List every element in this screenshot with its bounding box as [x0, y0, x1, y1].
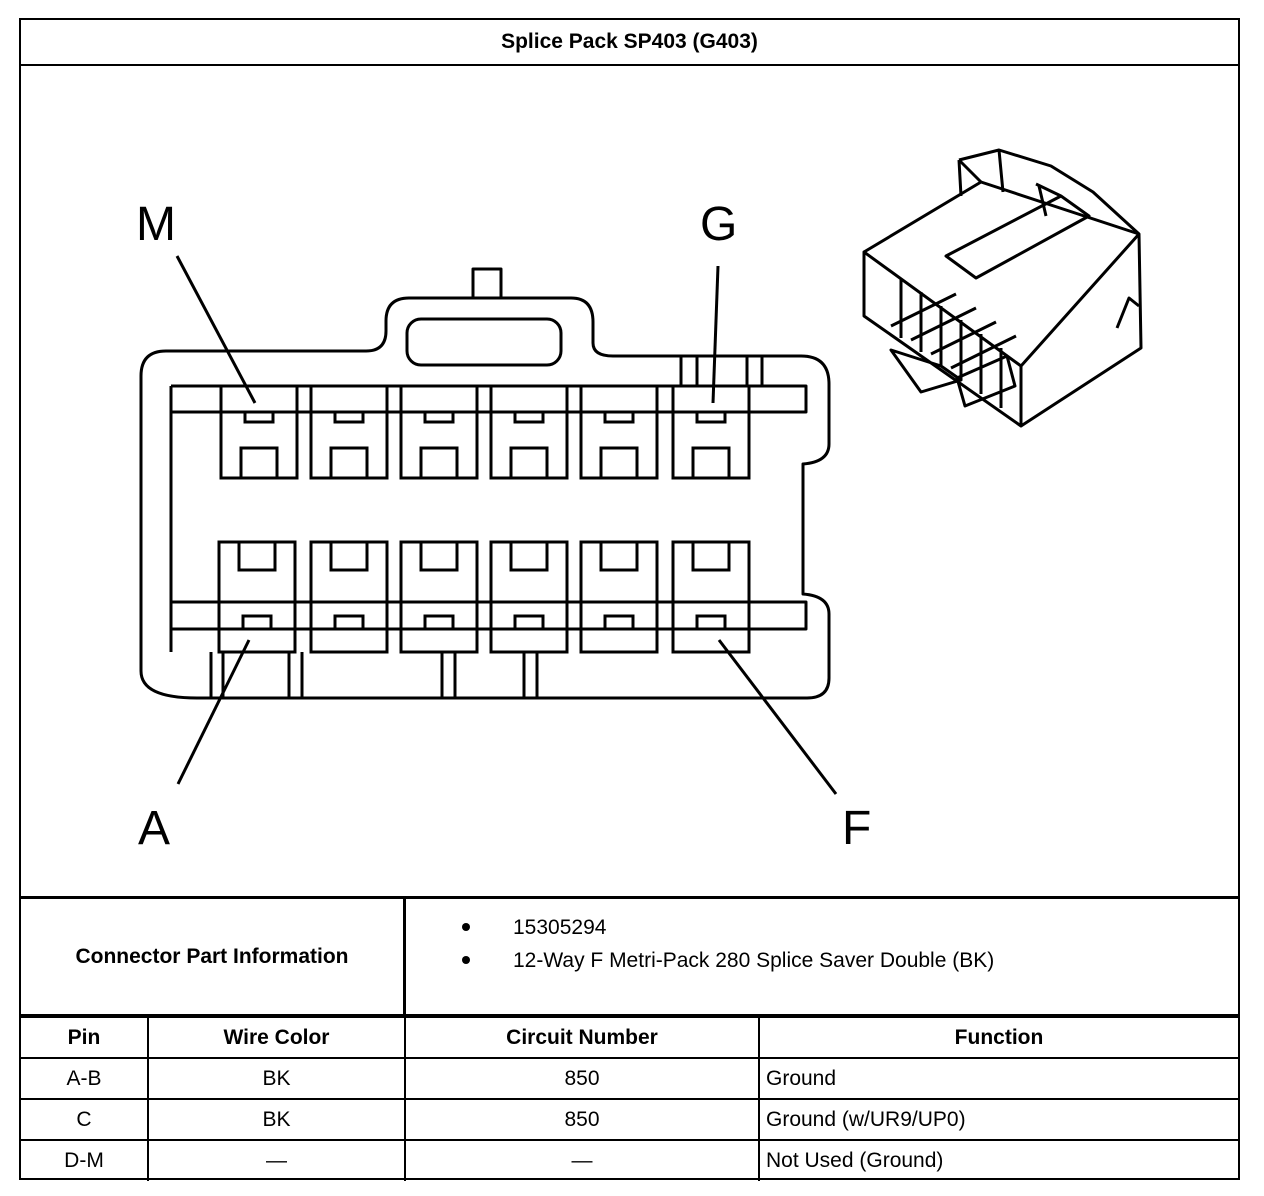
cavity-bottom-2	[309, 540, 389, 654]
cell-pin: D-M	[21, 1139, 149, 1181]
header-circuit-number: Circuit Number	[404, 1016, 760, 1059]
connector-description: 12-Way F Metri-Pack 280 Splice Saver Dou…	[406, 944, 1238, 977]
bottom-cavity-row	[217, 540, 751, 654]
cell-wire-color: BK	[147, 1098, 406, 1141]
cell-wire-color: BK	[147, 1057, 406, 1100]
part-number: 15305294	[406, 911, 1238, 944]
connector-part-info: Connector Part Information 15305294 12-W…	[21, 896, 1238, 1016]
table-header-row: Pin Wire Color Circuit Number Function	[21, 1016, 1238, 1059]
connector-housing-outline	[139, 296, 831, 700]
pin-label-g: G	[700, 198, 737, 251]
pin-label-f: F	[842, 802, 871, 855]
leader-line-f	[717, 639, 838, 795]
cell-circuit-number: 850	[404, 1057, 760, 1100]
cell-circuit-number: —	[404, 1139, 760, 1181]
cavity-top-1	[219, 384, 299, 480]
table-row: A-B BK 850 Ground	[21, 1057, 1238, 1100]
cell-circuit-number: 850	[404, 1098, 760, 1141]
cavity-bottom-6	[671, 540, 751, 654]
cell-function: Ground (w/UR9/UP0)	[758, 1098, 1238, 1141]
pinout-table: Pin Wire Color Circuit Number Function A…	[21, 1016, 1238, 1181]
cell-function: Not Used (Ground)	[758, 1139, 1238, 1181]
cavity-top-2	[309, 384, 389, 480]
cavity-bottom-1	[217, 540, 297, 654]
connector-face-diagram: M G A F	[136, 148, 1143, 855]
pin-label-a: A	[138, 802, 170, 855]
cell-pin: A-B	[21, 1057, 149, 1100]
table-row: C BK 850 Ground (w/UR9/UP0)	[21, 1098, 1238, 1141]
cell-function: Ground	[758, 1057, 1238, 1100]
header-function: Function	[758, 1016, 1238, 1059]
cavity-top-4	[489, 384, 569, 480]
leader-line-m	[175, 255, 257, 404]
header-wire-color: Wire Color	[147, 1016, 406, 1059]
connector-illustration	[862, 148, 1143, 428]
leader-line-a	[176, 639, 251, 785]
cell-pin: C	[21, 1098, 149, 1141]
header-pin: Pin	[21, 1016, 149, 1059]
page-title: Splice Pack SP403 (G403)	[21, 20, 1238, 66]
connector-sheet: Splice Pack SP403 (G403)	[19, 18, 1240, 1181]
latch-window	[405, 317, 563, 367]
connector-part-info-list: 15305294 12-Way F Metri-Pack 280 Splice …	[406, 899, 1238, 1026]
cavity-top-5	[579, 384, 659, 480]
top-cavity-row	[219, 384, 751, 480]
cavity-bottom-3	[399, 540, 479, 654]
cell-wire-color: —	[147, 1139, 406, 1181]
leader-line-g	[711, 265, 720, 404]
connector-part-info-label: Connector Part Information	[21, 899, 406, 1014]
table-row: D-M — — Not Used (Ground)	[21, 1139, 1238, 1181]
cavity-bottom-4	[489, 540, 569, 654]
pin-label-m: M	[136, 198, 176, 251]
top-rail	[171, 384, 808, 414]
cavity-top-3	[399, 384, 479, 480]
latch-tab	[471, 267, 503, 300]
bottom-rail	[171, 600, 808, 631]
cavity-bottom-5	[579, 540, 659, 654]
cavity-top-6	[671, 384, 751, 480]
